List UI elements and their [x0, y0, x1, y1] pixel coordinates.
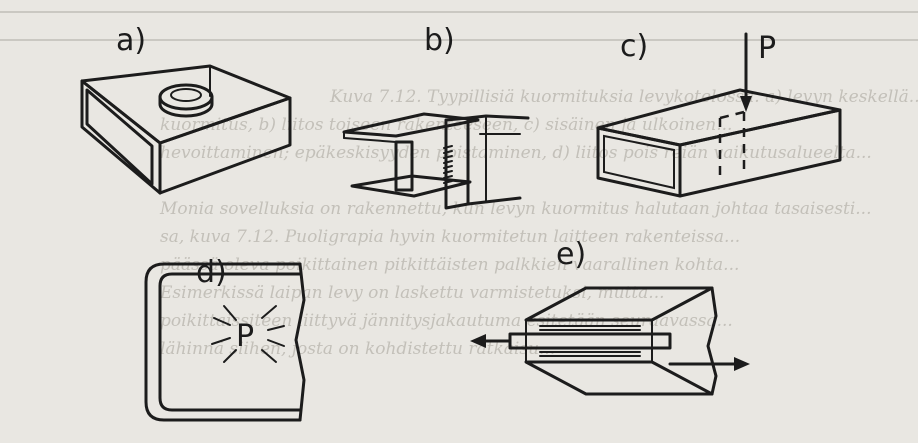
weld-marks — [443, 145, 453, 184]
ghost-line-3: hevoittaminen; epäkeskisyyden poistamine… — [160, 143, 872, 163]
box-c-top-face — [596, 88, 842, 147]
label-e: e) — [556, 237, 586, 272]
channel-inner — [158, 272, 302, 412]
load-burst-icon — [211, 305, 285, 363]
figure-c-loaded-box: c) P — [596, 29, 842, 198]
beam-web — [394, 140, 414, 192]
label-b: b) — [424, 23, 455, 58]
load-label-p-c: P — [758, 31, 776, 66]
arrow-left-icon — [470, 334, 486, 348]
channel-outer — [144, 262, 302, 422]
figure-e-lap-joint: e) — [470, 237, 750, 396]
label-c: c) — [620, 29, 648, 64]
break-line-e — [706, 286, 718, 396]
plate-lower — [524, 360, 714, 396]
box-a-left-face — [80, 79, 162, 195]
beam-top-flange — [342, 112, 480, 138]
load-arrow-head-icon — [740, 96, 752, 112]
arrow-right-icon — [734, 357, 750, 371]
figure-b-beam-joint: b) — [342, 23, 530, 210]
ghost-line-5: sa, kuva 7.12. Puoligrapia hyvin kuormit… — [160, 227, 740, 247]
weld-hatching — [539, 325, 641, 357]
ring-icon — [158, 83, 214, 118]
box-a-top-face — [80, 64, 292, 145]
ghost-line-7: Esimerkissä laipan levy on laskettu varm… — [159, 283, 665, 303]
figure-d-channel-section: d) P — [144, 255, 306, 422]
load-label-p-d: P — [236, 319, 254, 354]
background-bleed-text: Kuva 7.12. Tyypillisiä kuormituksia levy… — [0, 11, 918, 359]
beam-bottom-flange — [350, 174, 472, 198]
ghost-line-6: päässä oleva poikittainen pitkittäisten … — [160, 255, 739, 275]
break-line — [294, 262, 306, 422]
label-a: a) — [116, 23, 146, 58]
box-a-opening — [85, 88, 154, 186]
box-c-opening — [603, 134, 675, 190]
ghost-line-4: Monia sovelluksia on rakennettu, kun lev… — [159, 199, 871, 219]
figure-a-box-with-ring: a) — [80, 23, 292, 195]
ghost-line-1: Kuva 7.12. Tyypillisiä kuormituksia levy… — [329, 87, 918, 107]
ghost-line-9: lähinnä siihen, josta on kohdistettu rat… — [160, 339, 555, 359]
